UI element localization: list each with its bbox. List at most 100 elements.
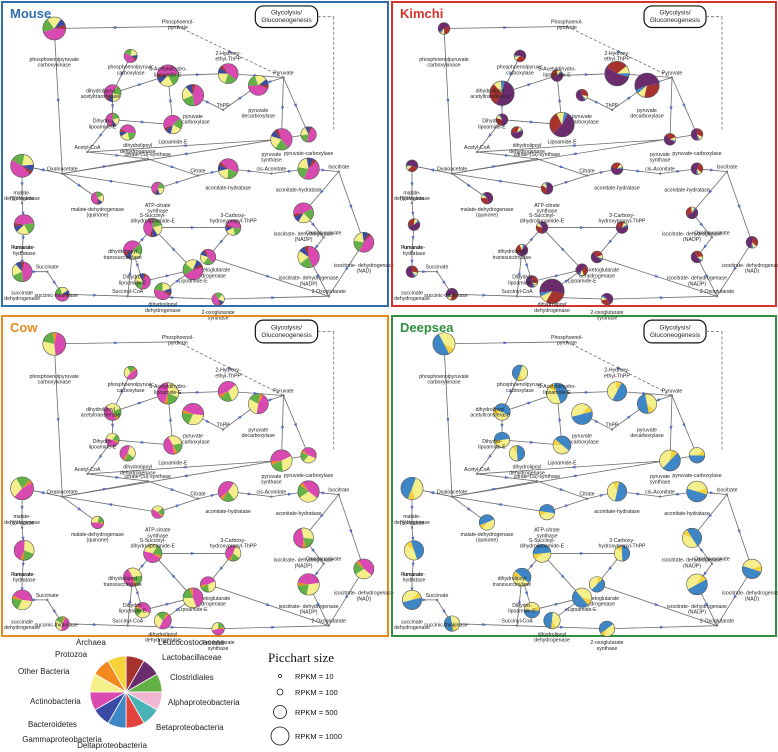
pie-outline: [300, 447, 317, 464]
pie-slice: [127, 132, 136, 141]
enzyme-pie-hethtpp: [604, 61, 630, 87]
panel-title: Cow: [10, 320, 38, 335]
enzyme-pie-ssucc: [535, 221, 549, 234]
glycolysis-box: Glycolysis/Gluconeogenesis: [643, 319, 707, 344]
pie-slice: [105, 93, 113, 101]
pie-slice: [152, 545, 163, 556]
label-fumhyd: fumarate-hydratase: [403, 572, 426, 584]
pie-slice: [557, 69, 561, 76]
pie-slice: [601, 295, 607, 300]
enzyme-pie-succthio: [55, 286, 70, 302]
label-smalate: (S)-Malate: [10, 196, 34, 202]
enzyme-pie-dihydrolip2: [134, 602, 151, 619]
compound-dot: [146, 157, 149, 161]
compound-dot: [535, 479, 539, 483]
pie-outline: [103, 403, 122, 421]
pie-slice: [524, 602, 539, 611]
pie-slice: [647, 403, 655, 414]
pie-slice: [112, 412, 119, 420]
pie-slice: [112, 93, 121, 102]
legend-label: Other Bacteria: [18, 667, 70, 676]
label-oxoglutarate: 2-Oxoglutarate: [312, 289, 346, 295]
enzyme-pie-atpcit: [540, 182, 554, 195]
pie-slice: [691, 128, 699, 141]
enzyme-pie-carboxy: [613, 545, 631, 562]
compound-dot: [20, 526, 24, 529]
pie-slice: [218, 299, 222, 306]
pie-slice: [494, 439, 502, 446]
enzyme-pie-idh_nadp2: [297, 245, 320, 269]
enzyme-pie-dld2: [543, 611, 561, 630]
pie-slice: [522, 244, 525, 251]
enzyme-pie-succthio: [443, 615, 461, 632]
pie-slice: [752, 242, 757, 249]
pie-slice: [143, 551, 161, 563]
compound-dot: [176, 25, 180, 28]
enzyme-pie-pyrcarb: [690, 128, 704, 141]
pie-slice: [126, 369, 138, 380]
label-mdh: malate-dehydrogenase: [4, 190, 40, 202]
label-dihydrolip: Dihydro-lipoamide-E: [89, 439, 117, 451]
pie-slice: [10, 160, 30, 178]
label-sacet: S-Acetyldihydro-lipoamide-E: [149, 67, 187, 79]
label-succthio: succinic-thiokinase: [424, 293, 468, 299]
svg-text:Glycolysis/Gluconeogenesis: Glycolysis/Gluconeogenesis: [261, 10, 312, 24]
pie-slice: [408, 488, 415, 500]
label-succinate: Succinate: [426, 593, 449, 599]
pie-slice: [406, 541, 414, 551]
pie-slice: [270, 449, 292, 462]
compound-dot: [86, 472, 89, 476]
pie-slice: [306, 582, 320, 596]
pie-slice: [553, 383, 568, 404]
compound-dot: [282, 394, 285, 397]
enzyme-pie-dlat: [493, 403, 511, 421]
pie-slice: [611, 162, 621, 169]
pie-slice: [124, 52, 136, 63]
panel-frame: [391, 315, 777, 637]
label-idh_nadp2: isocitrate- dehydrogenase(NADP): [667, 604, 727, 616]
pie-slice: [617, 164, 623, 169]
pie-slice: [225, 545, 236, 560]
label-dihydrolip2: Dihydro-lipoamide-E: [119, 275, 147, 287]
pie-slice: [496, 438, 510, 448]
enzyme-pie-pyrsyn: [659, 449, 681, 472]
compound-dot: [475, 150, 479, 154]
label-mdhq: malate-dehydrogenase(quinone): [71, 532, 124, 544]
pie-slice: [162, 288, 172, 294]
pie-outline: [688, 447, 706, 464]
pie-slice: [192, 587, 203, 608]
pie-slice: [228, 483, 239, 500]
enzyme-pie-acon1: [217, 158, 239, 180]
enzyme-pie-ssucc: [143, 543, 163, 563]
label-fumarate: Fumarate: [401, 572, 423, 578]
pie-slice: [614, 482, 627, 502]
pie-slice: [218, 381, 236, 396]
pie-slice: [220, 491, 229, 500]
pie-slice: [142, 273, 147, 282]
enzyme-pie-succthio: [445, 288, 459, 301]
enzyme-pie-succdh: [11, 261, 33, 282]
enzyme-pie-acon2: [297, 480, 320, 503]
pie-slice: [597, 576, 603, 585]
pie-slice: [297, 484, 309, 498]
pie-slice: [277, 128, 293, 148]
pie-slice: [562, 112, 568, 125]
label-ssucc: S-Succinyl-dihydrolipoamide-E: [131, 213, 176, 225]
enzyme-pie-ogsyn: [600, 292, 614, 306]
pie-slice: [517, 126, 522, 133]
pie-slice: [182, 588, 193, 599]
pie-slice: [635, 85, 647, 94]
enzyme-pie-mdh: [405, 159, 419, 172]
label-carboxy: 3-Carboxy-hydroxypropyl-ThPP: [210, 538, 258, 550]
pie-slice: [143, 544, 158, 554]
pie-slice: [218, 391, 229, 398]
